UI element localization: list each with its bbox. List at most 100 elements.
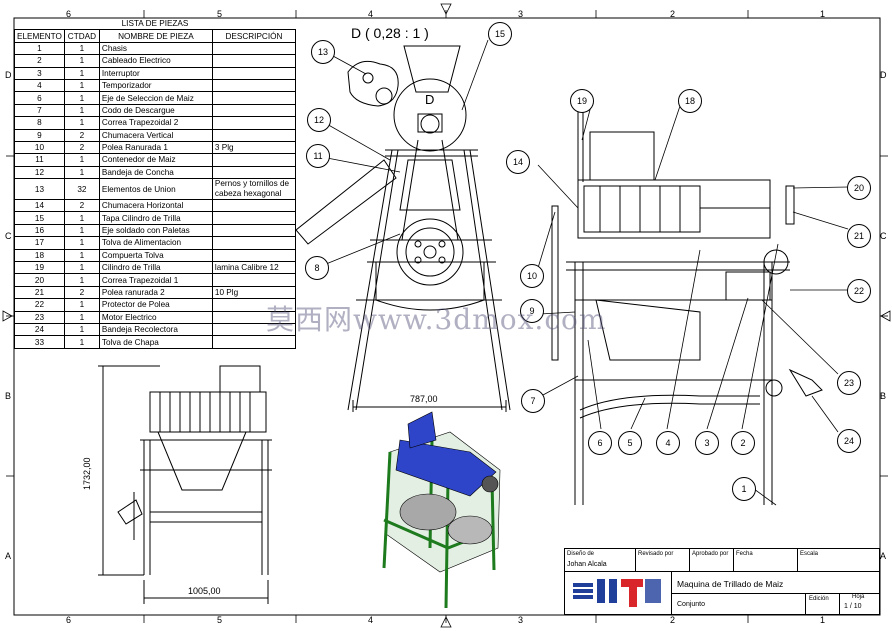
row-description <box>211 116 297 130</box>
row-part-name: Chumacera Horizontal <box>98 199 213 213</box>
row-quantity: 2 <box>63 140 100 155</box>
zone-bottom-5: 5 <box>217 615 223 625</box>
balloon-8: 8 <box>305 256 329 280</box>
balloon-9: 9 <box>520 299 544 323</box>
row-element: 22 <box>14 298 65 312</box>
row-description: 10 Plg <box>211 285 297 300</box>
detail-view-title: D ( 0,28 : 1 ) <box>351 25 429 41</box>
row-quantity: 2 <box>63 285 100 300</box>
row-description <box>211 66 297 80</box>
row-element: 11 <box>14 153 65 167</box>
row-part-name: Bandeja Recolectora <box>98 322 213 337</box>
row-element: 12 <box>14 165 65 180</box>
row-quantity: 1 <box>63 322 100 337</box>
row-description <box>211 41 297 56</box>
zone-bottom-3: 3 <box>518 615 524 625</box>
row-part-name: Cilindro de Trilla <box>98 261 213 275</box>
balloon-4: 4 <box>656 431 680 455</box>
balloon-18: 18 <box>678 89 702 113</box>
row-part-name: Bandeja de Concha <box>98 165 213 180</box>
row-description <box>211 91 297 105</box>
row-part-name: Contenedor de Maiz <box>98 153 213 167</box>
zone-top-5: 5 <box>217 9 223 19</box>
zone-top-6: 6 <box>66 9 72 19</box>
balloon-21: 21 <box>847 224 871 248</box>
row-element: 8 <box>14 116 65 130</box>
zone-right-c: C <box>880 231 887 241</box>
zone-right-b: B <box>880 391 887 401</box>
col-header-element: ELEMENTO <box>14 29 65 43</box>
row-element: 33 <box>14 335 65 349</box>
row-quantity: 2 <box>63 128 100 142</box>
row-element: 1 <box>14 41 65 56</box>
row-part-name: Elementos de Union <box>98 178 213 201</box>
row-description <box>211 128 297 142</box>
row-element: 9 <box>14 128 65 142</box>
row-quantity: 32 <box>63 178 100 201</box>
zone-left-a: A <box>5 551 12 561</box>
row-quantity: 1 <box>63 236 100 250</box>
row-quantity: 1 <box>63 103 100 118</box>
row-description <box>211 335 297 349</box>
balloon-5: 5 <box>618 431 642 455</box>
row-element: 3 <box>14 66 65 80</box>
balloon-1: 1 <box>732 477 756 501</box>
parts-list-table: LISTA DE PIEZAS ELEMENTO CTDAD NOMBRE DE… <box>14 18 297 349</box>
row-part-name: Protector de Polea <box>98 298 213 312</box>
zone-left-b: B <box>5 391 12 401</box>
drawing-title: Maquina de Trillado de Maiz <box>677 579 784 589</box>
balloon-24: 24 <box>837 429 861 453</box>
row-element: 10 <box>14 140 65 155</box>
row-element: 15 <box>14 211 65 225</box>
row-quantity: 1 <box>63 248 100 263</box>
row-element: 18 <box>14 248 65 263</box>
col-header-description: DESCRIPCIÓN <box>211 29 297 43</box>
row-description <box>211 236 297 250</box>
row-part-name: Motor Electrico <box>98 310 213 325</box>
row-element: 21 <box>14 285 65 300</box>
date-label: Fecha <box>736 551 753 557</box>
row-quantity: 1 <box>63 298 100 312</box>
balloon-12: 12 <box>307 108 331 132</box>
row-element: 7 <box>14 103 65 118</box>
isometric-view <box>382 411 501 609</box>
row-part-name: Correa Trapezoidal 1 <box>98 273 213 287</box>
zone-bottom-2: 2 <box>670 615 676 625</box>
sheet-number: 1 / 10 <box>844 603 862 610</box>
watermark-text: 莫西网www.3dmox.com <box>266 303 607 336</box>
row-description <box>211 78 297 93</box>
row-element: 17 <box>14 236 65 250</box>
row-element: 14 <box>14 199 65 213</box>
row-description: lamina Calibre 12 <box>211 261 297 275</box>
row-description <box>211 153 297 167</box>
sheet-label: Hoja <box>852 594 865 600</box>
row-part-name: Compuerta Tolva <box>98 248 213 263</box>
balloon-22: 22 <box>847 279 871 303</box>
row-part-name: Chumacera Vertical <box>98 128 213 142</box>
row-element: 19 <box>14 261 65 275</box>
row-description: Pernos y tornillos de cabeza hexagonal <box>211 178 297 201</box>
university-logo <box>573 579 661 607</box>
balloon-10: 10 <box>520 264 544 288</box>
row-element: 4 <box>14 78 65 93</box>
row-quantity: 1 <box>63 116 100 130</box>
balloon-23: 23 <box>837 371 861 395</box>
row-description <box>211 103 297 118</box>
row-description <box>211 211 297 225</box>
balloon-15: 15 <box>488 22 512 46</box>
row-quantity: 1 <box>63 261 100 275</box>
